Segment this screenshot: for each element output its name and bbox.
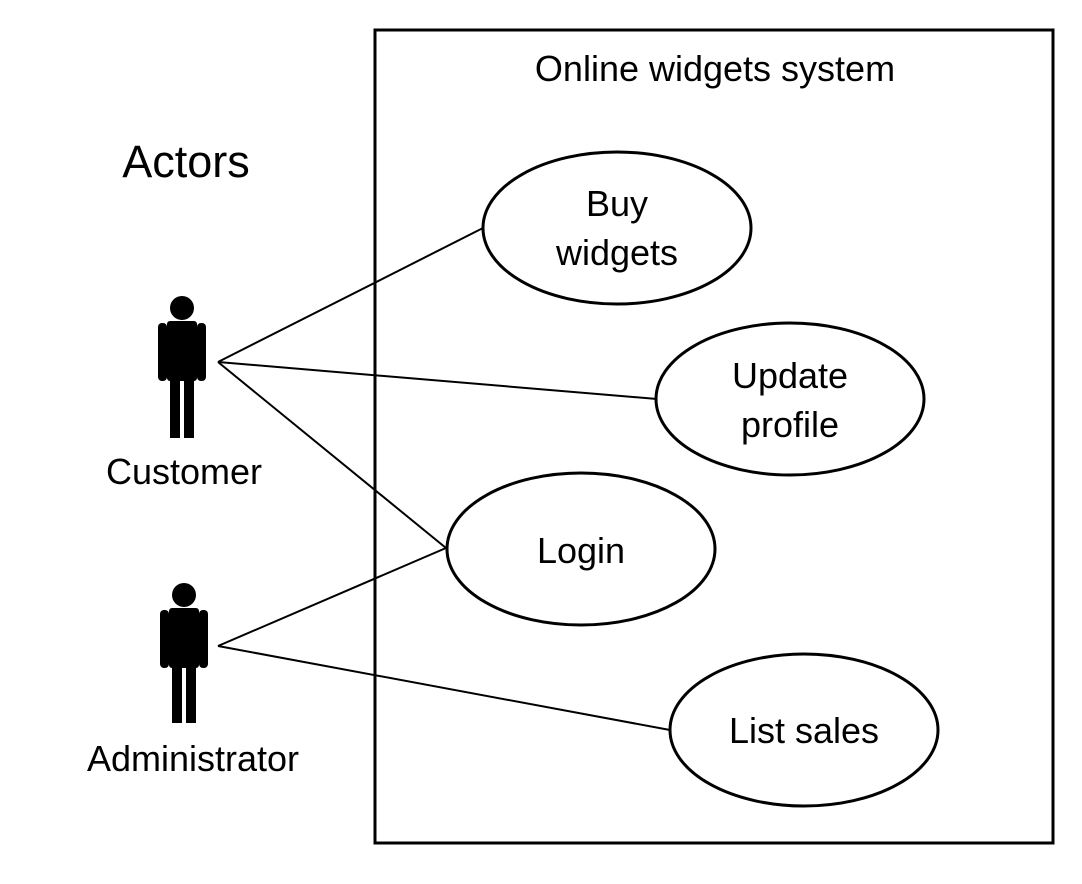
- association-administrator-login: [217, 547, 447, 647]
- use-case-label: List sales: [729, 710, 879, 751]
- use-case-buy-widgets: Buy widgets: [481, 150, 753, 306]
- use-case-ellipse: [668, 652, 940, 808]
- association-customer-login: [217, 361, 447, 549]
- use-case-label: Login: [537, 530, 625, 571]
- use-case-ellipse: [654, 321, 926, 477]
- actor-customer: Customer: [106, 296, 262, 492]
- stick-figure-icon: [160, 583, 208, 723]
- use-case-login: Login: [445, 471, 717, 627]
- association-customer-buy-widgets: [217, 227, 484, 363]
- association-administrator-list-sales: [217, 645, 671, 731]
- use-case-list-sales: List sales: [668, 652, 940, 808]
- use-case-label-line2: profile: [741, 404, 839, 445]
- use-case-label-line1: Buy: [586, 183, 648, 224]
- actors-heading: Actors: [122, 136, 250, 187]
- associations: [217, 227, 671, 731]
- actor-label: Customer: [106, 451, 262, 492]
- actor-label: Administrator: [87, 738, 299, 779]
- system-boundary: [373, 28, 1055, 845]
- use-case-label-line1: Update: [732, 355, 848, 396]
- use-case-ellipse: [481, 150, 753, 306]
- association-customer-update-profile: [217, 361, 658, 400]
- stick-figure-icon: [158, 296, 206, 438]
- actor-administrator: Administrator: [87, 583, 299, 779]
- use-case-ellipse: [445, 471, 717, 627]
- use-case-label-line2: widgets: [555, 232, 678, 273]
- system-title: Online widgets system: [535, 48, 895, 89]
- use-case-update-profile: Update profile: [654, 321, 926, 477]
